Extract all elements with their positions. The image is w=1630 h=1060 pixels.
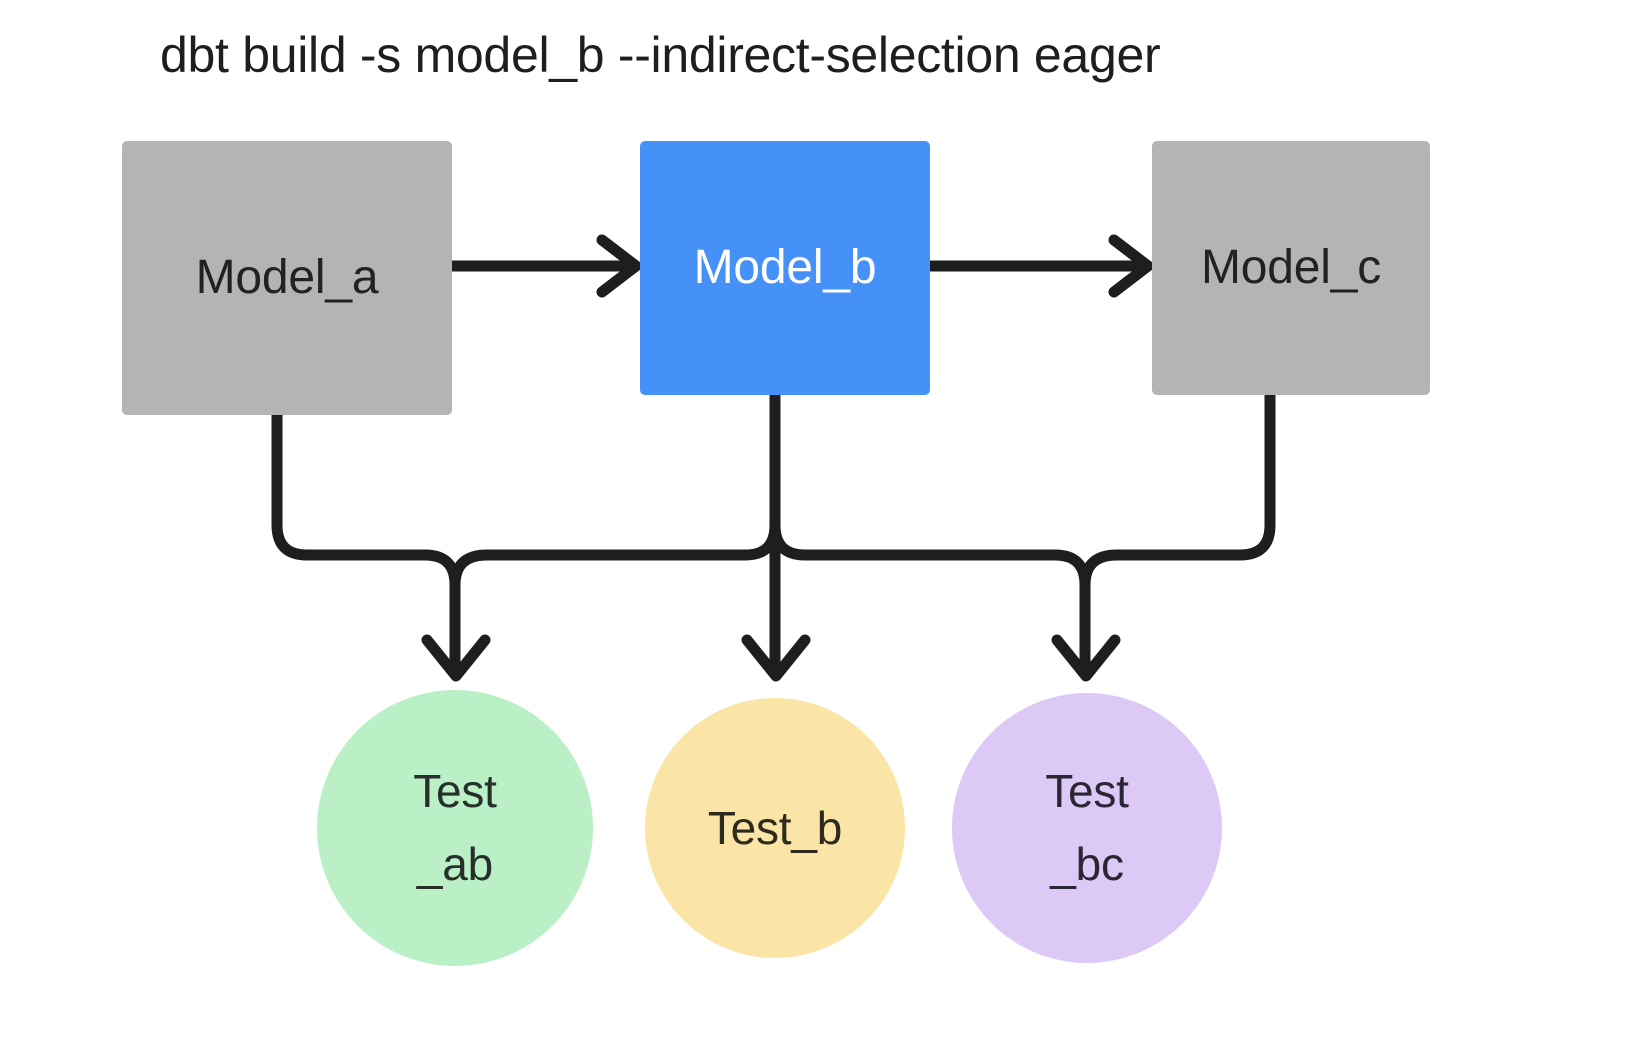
model-node-label: Model_c <box>1200 241 1382 295</box>
test-node-test-ab[interactable]: Test _ab <box>317 690 593 966</box>
test-node-test-b[interactable]: Test_b <box>645 698 905 958</box>
model-node-label: Model_a <box>195 251 379 305</box>
diagram-title: dbt build -s model_b --indirect-selectio… <box>160 27 1161 83</box>
arrow-model-b-to-model-c <box>924 234 1154 298</box>
arrow-model-a-to-test-ab <box>271 409 491 682</box>
arrow-model-c-to-test-bc <box>1079 389 1276 591</box>
test-node-label: Test _ab <box>413 765 497 890</box>
arrow-model-b-to-test-bc <box>769 519 1121 682</box>
model-node-model-c[interactable]: Model_c <box>1152 141 1430 395</box>
model-node-model-a[interactable]: Model_a <box>122 141 452 415</box>
model-node-label: Model_b <box>693 241 877 295</box>
arrow-model-a-to-model-b <box>446 234 642 298</box>
arrow-model-b-to-test-ab <box>449 389 781 591</box>
test-node-label: Test_b <box>707 801 843 854</box>
model-node-model-b[interactable]: Model_b <box>640 141 930 395</box>
test-node-test-bc[interactable]: Test _bc <box>952 693 1222 963</box>
test-node-label: Test _bc <box>1045 765 1129 890</box>
